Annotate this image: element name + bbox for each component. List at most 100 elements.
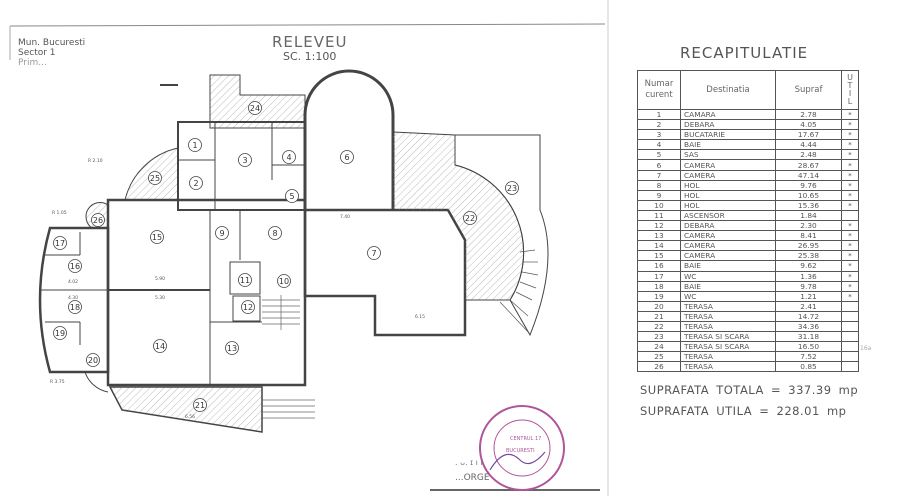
cell-destination: HOL [680,199,776,211]
cell-number: 5 [637,149,681,161]
room-number: 19 [55,329,65,338]
cell-util: * [841,139,859,151]
entrance-steps [262,399,315,419]
cell-number: 1 [637,108,681,121]
cell-util: * [841,230,859,242]
dimension-label: 4.02 [68,279,78,285]
room-number: 10 [279,277,289,286]
cell-destination: BAIE [680,280,776,292]
room-number-circle [282,150,296,164]
room-number-circle [248,101,262,115]
cell-area: 31.18 [775,331,842,343]
plan-title: RELEVEU [272,33,348,51]
cell-destination: TERASA [680,361,776,373]
room-label-26: 26 [91,213,105,227]
cell-destination: DEBARA [680,119,776,131]
room-label-3: 3 [238,153,252,167]
room-number-circle [150,230,164,244]
location-city: Mun. Bucuresti [18,38,86,48]
col-numar: Numar curent [637,70,681,110]
room-number-circle [86,353,100,367]
cell-number: 23 [637,331,681,343]
room-label-15: 15 [150,230,164,244]
room-number-circle [268,226,282,240]
cell-util: * [841,129,859,141]
room-label-17: 17 [53,236,67,250]
cell-destination: TERASA [680,310,776,322]
cell-area: 14.72 [775,310,842,322]
room-number: 12 [243,303,253,312]
cell-destination: SAS [680,149,776,161]
cell-destination: WC [680,290,776,302]
cell-number: 8 [637,179,681,191]
cell-destination: HOL [680,189,776,201]
room-label-16: 16 [68,259,82,273]
svg-text:BUCURESTI: BUCURESTI [506,448,535,454]
location-sector: Sector 1 [18,48,56,58]
cell-util [841,320,859,333]
room-number-circle [148,171,162,185]
room-label-19: 19 [53,326,67,340]
svg-text:CENTRUL 17: CENTRUL 17 [510,436,541,442]
cell-number: 2 [637,119,681,131]
stairs [262,295,300,330]
dimension-label: 6.15 [415,314,425,320]
cell-destination: BAIE [680,260,776,272]
room-number: 2 [193,179,198,188]
cell-area: 10.65 [775,189,842,201]
room-number: 14 [155,342,165,351]
room-number: 4 [286,153,291,162]
room-label-11: 11 [238,273,252,287]
dimension-label: R 1.05 [52,210,67,216]
cell-area: 1.21 [775,290,842,302]
total-area: SUPRAFATA TOTALA = 337.39 mp [640,383,859,397]
cell-destination: CAMARA [680,108,776,121]
cell-util [841,209,859,222]
room-label-1: 1 [188,138,202,152]
cell-destination: CAMERA [680,240,776,252]
room-number: 20 [88,356,98,365]
cell-number: 15 [637,250,681,262]
room-number-circle [463,211,477,225]
terrace-23 [454,134,549,337]
room-number: 26 [93,216,103,225]
cadastre-stamp: CENTRUL 17 BUCURESTI [479,405,565,491]
cell-destination: DEBARA [680,220,776,232]
signature-name: ...ORGE [455,473,490,483]
room-number-circle [238,153,252,167]
cell-destination: CAMERA [680,169,776,181]
plan-dimensions: R 2.10 R 1.05 R 3.75 7.40 6.15 5.90 5.30… [50,158,425,420]
cell-util: * [841,220,859,232]
cell-util: * [841,189,859,201]
cell-util: * [841,159,859,171]
cell-util [841,300,859,312]
sheet-top-border [9,23,606,27]
room-number-circle [153,339,167,353]
dimension-label: 5.30 [155,295,165,301]
spiral-stairs [499,249,539,335]
dimension-label: 4.30 [68,295,78,301]
cell-destination: ASCENSOR [680,209,776,222]
room-label-21: 21 [193,398,207,412]
cell-area: 7.52 [775,351,842,363]
cell-area: 16.50 [775,341,842,353]
cell-destination: CAMERA [680,250,776,262]
room-number-circle [285,189,299,203]
cell-area: 17.67 [775,129,842,141]
room-number: 25 [150,174,160,183]
cell-destination: CAMERA [680,230,776,242]
room-number-circle [277,274,291,288]
cell-util: * [841,149,859,161]
